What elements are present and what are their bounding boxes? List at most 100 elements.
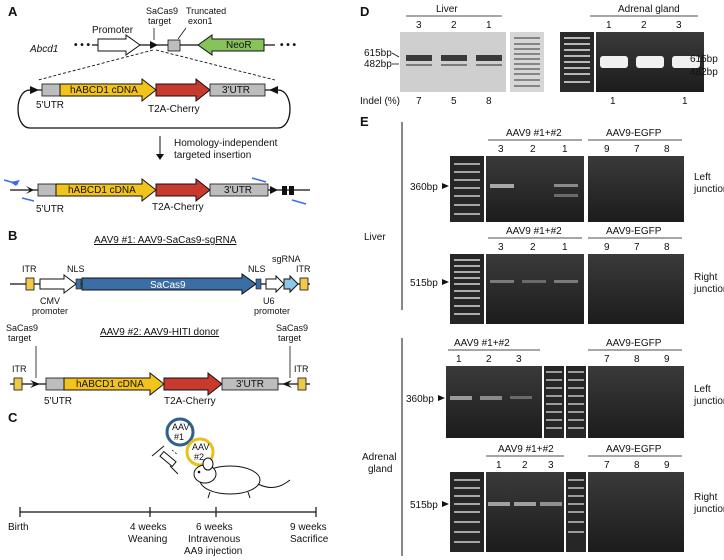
e-ll-ladder-bands (454, 163, 480, 215)
e-ar-gel-egfp (588, 472, 684, 552)
aav1-itr-left (25, 277, 35, 291)
e-lr-band-2 (522, 280, 546, 283)
integrated-t2a-label: T2A-Cherry (152, 202, 204, 213)
primer-left-rev (21, 197, 35, 202)
e-lr-gel-aav (486, 254, 584, 324)
e-lr-lane-2: 2 (530, 242, 536, 253)
neor-label: NeoR (226, 40, 252, 51)
liver-band-2a (441, 55, 467, 61)
liver-lane-3: 3 (416, 20, 422, 31)
liver-band-3b (406, 64, 432, 66)
panel-c-letter: C (8, 410, 18, 425)
panel-b: B AAV9 #1: AAV9-SaCas9-sgRNA ITR CMV pro… (6, 228, 311, 407)
e-adrenal-left-egfp-title: AAV9-EGFP (606, 338, 662, 349)
syringe-dash (171, 449, 179, 456)
e-lr-band-1 (554, 280, 578, 283)
panel-b-letter: B (8, 228, 17, 243)
e-ar-band-1 (488, 502, 510, 506)
integrated-cdna-label: hABCD1 cDNA (68, 185, 136, 196)
promoter-label: Promoter (92, 25, 134, 36)
integrated-target-left (26, 186, 34, 194)
e-al-gel-aav (446, 366, 542, 438)
e-al-band-2 (480, 396, 502, 400)
liver-band-2b (441, 64, 467, 66)
liver-ladder-bands (514, 37, 540, 87)
truncated-exon-box (167, 39, 181, 52)
donor-target-right (269, 86, 278, 94)
e-al-lane-1: 1 (456, 354, 462, 365)
cmv-line2: promoter (32, 306, 68, 316)
e-ar-ladder-left-bands (454, 479, 480, 543)
e-ll-junction-1: Left (694, 172, 711, 183)
e-adrenal-left-aav-title: AAV9 #1+#2 (454, 338, 510, 349)
d-482-left: 482bp (364, 59, 392, 70)
promoter-arrow (97, 34, 141, 56)
aav2-utr3-box (221, 377, 279, 391)
aav2-utr5-label: 5'UTR (44, 396, 72, 407)
liver-gel (400, 32, 506, 92)
cmv-line1: CMV (40, 296, 60, 306)
e-ll-lane-2: 2 (530, 144, 536, 155)
adrenal-band-2 (636, 56, 664, 68)
integrated-target-right (270, 186, 278, 194)
e-ar-band-3 (540, 502, 562, 506)
e-al-band-1 (450, 396, 472, 400)
adrenal-indel-3: 1 (682, 96, 688, 107)
e-ar-egfp-8: 8 (634, 460, 640, 471)
adrenal-band-3 (672, 56, 700, 68)
timeline-9w-sub: Sacrifice (290, 534, 329, 545)
aav2-target-right (282, 380, 292, 388)
indel-label: Indel (%) (360, 96, 400, 107)
e-al-junction-1: Left (694, 384, 711, 395)
e-al-ladder-2 (566, 366, 586, 438)
timeline-4w: 4 weeks (130, 522, 167, 533)
aav1-text1: AAV (172, 422, 189, 432)
e-al-lane-2: 2 (486, 354, 492, 365)
gene-name: Abcd1 (29, 44, 58, 55)
nls-left (75, 278, 82, 290)
d-615-left-arrow (391, 52, 400, 58)
e-ll-junction-2: junction (693, 184, 724, 195)
e-liver-right-egfp-title: AAV9-EGFP (606, 226, 662, 237)
e-al-egfp-8: 8 (634, 354, 640, 365)
u6-line2: promoter (254, 306, 290, 316)
e-ll-egfp-7: 7 (634, 144, 640, 155)
donor-utr3-label: 3'UTR (222, 85, 250, 96)
aav2-t2a-label: T2A-Cherry (164, 396, 216, 407)
e-ar-515-arrow (442, 501, 449, 507)
donor-cdna-label: hABCD1 cDNA (70, 85, 138, 96)
nls-right (255, 278, 262, 290)
truncated-exon-line2: exon1 (188, 16, 213, 26)
sgrna-arrow (283, 274, 299, 294)
aav1-text2: #1 (174, 432, 184, 442)
e-ll-lane-3: 3 (498, 144, 504, 155)
e-liver-left-egfp-title: AAV9-EGFP (606, 128, 662, 139)
integrated-exon-b (289, 186, 294, 195)
e-liver-right-aav-title: AAV9 #1+#2 (506, 226, 562, 237)
e-lr-lane-1: 1 (562, 242, 568, 253)
e-lr-junction-2: junction (693, 284, 724, 295)
e-lr-515-arrow (442, 279, 449, 285)
aav2-title: AAV9 #2: AAV9-HITI donor (100, 327, 220, 338)
e-al-lane-3: 3 (516, 354, 522, 365)
donor-t2a-label: T2A-Cherry (148, 104, 200, 115)
e-ar-band-2 (514, 502, 536, 506)
aav2-t2a-arrow (163, 371, 223, 397)
e-ll-lane-1: 1 (562, 144, 568, 155)
e-ar-egfp-7: 7 (604, 460, 610, 471)
donor-t2a-arrow (155, 77, 211, 103)
adrenal-lane-1: 1 (606, 20, 612, 31)
e-al-ladder-bands (546, 371, 584, 429)
e-ar-lane-2: 2 (522, 460, 528, 471)
aav2-target-right-line2: target (278, 333, 302, 343)
e-ll-band-1b (554, 194, 578, 197)
e-ll-gel-egfp (588, 156, 684, 222)
timeline-6w-sub: Intravenous (188, 534, 240, 545)
sacas9-label: SaCas9 (150, 280, 186, 291)
tissue-adrenal-1: Adrenal (362, 452, 396, 463)
e-liver-left-aav-title: AAV9 #1+#2 (506, 128, 562, 139)
timeline-birth: Birth (8, 522, 29, 533)
e-ll-360-arrow (442, 183, 449, 189)
e-ll-gel-aav (486, 156, 584, 222)
aav2-target-right-line1: SaCas9 (276, 323, 308, 333)
